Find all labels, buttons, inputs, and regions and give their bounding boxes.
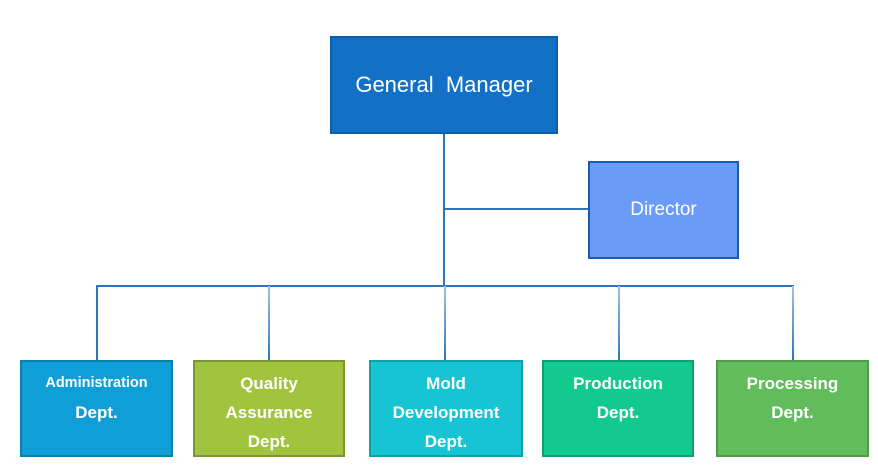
node-quality-assurance-line-3: Dept. <box>247 432 291 451</box>
node-processing-line-1: Processing <box>746 374 839 393</box>
connector-drop-production <box>618 286 620 361</box>
node-director[interactable]: Director <box>588 161 739 259</box>
node-mold-development-line-2: Development <box>392 403 500 422</box>
node-administration-dept[interactable]: Administration Dept. <box>20 360 173 457</box>
node-administration-line-1: Administration <box>45 375 148 391</box>
node-processing-line-2: Dept. <box>771 403 814 422</box>
connector-drop-administration <box>96 286 98 361</box>
node-production-dept[interactable]: Production Dept. <box>542 360 694 457</box>
node-general-manager-label: General Manager <box>355 72 533 97</box>
connector-drop-mold-development <box>444 286 446 361</box>
connector-drop-quality-assurance <box>268 286 270 361</box>
node-quality-assurance-line-2: Assurance <box>225 403 313 422</box>
connector-director-branch <box>444 208 589 210</box>
connector-gm-trunk <box>443 134 445 287</box>
node-production-line-2: Dept. <box>596 403 640 422</box>
node-mold-development-line-1: Mold <box>426 374 466 393</box>
node-mold-development-dept[interactable]: Mold Development Dept. <box>369 360 523 457</box>
node-general-manager[interactable]: General Manager <box>330 36 558 134</box>
node-administration-line-2: Dept. <box>75 403 118 422</box>
connector-drop-processing <box>792 286 794 361</box>
node-quality-assurance-dept[interactable]: Quality Assurance Dept. <box>193 360 345 457</box>
node-production-line-1: Production <box>573 374 663 393</box>
node-mold-development-line-3: Dept. <box>424 432 468 451</box>
node-director-label: Director <box>630 199 697 220</box>
node-processing-dept[interactable]: Processing Dept. <box>716 360 869 457</box>
node-quality-assurance-line-1: Quality <box>240 374 298 393</box>
